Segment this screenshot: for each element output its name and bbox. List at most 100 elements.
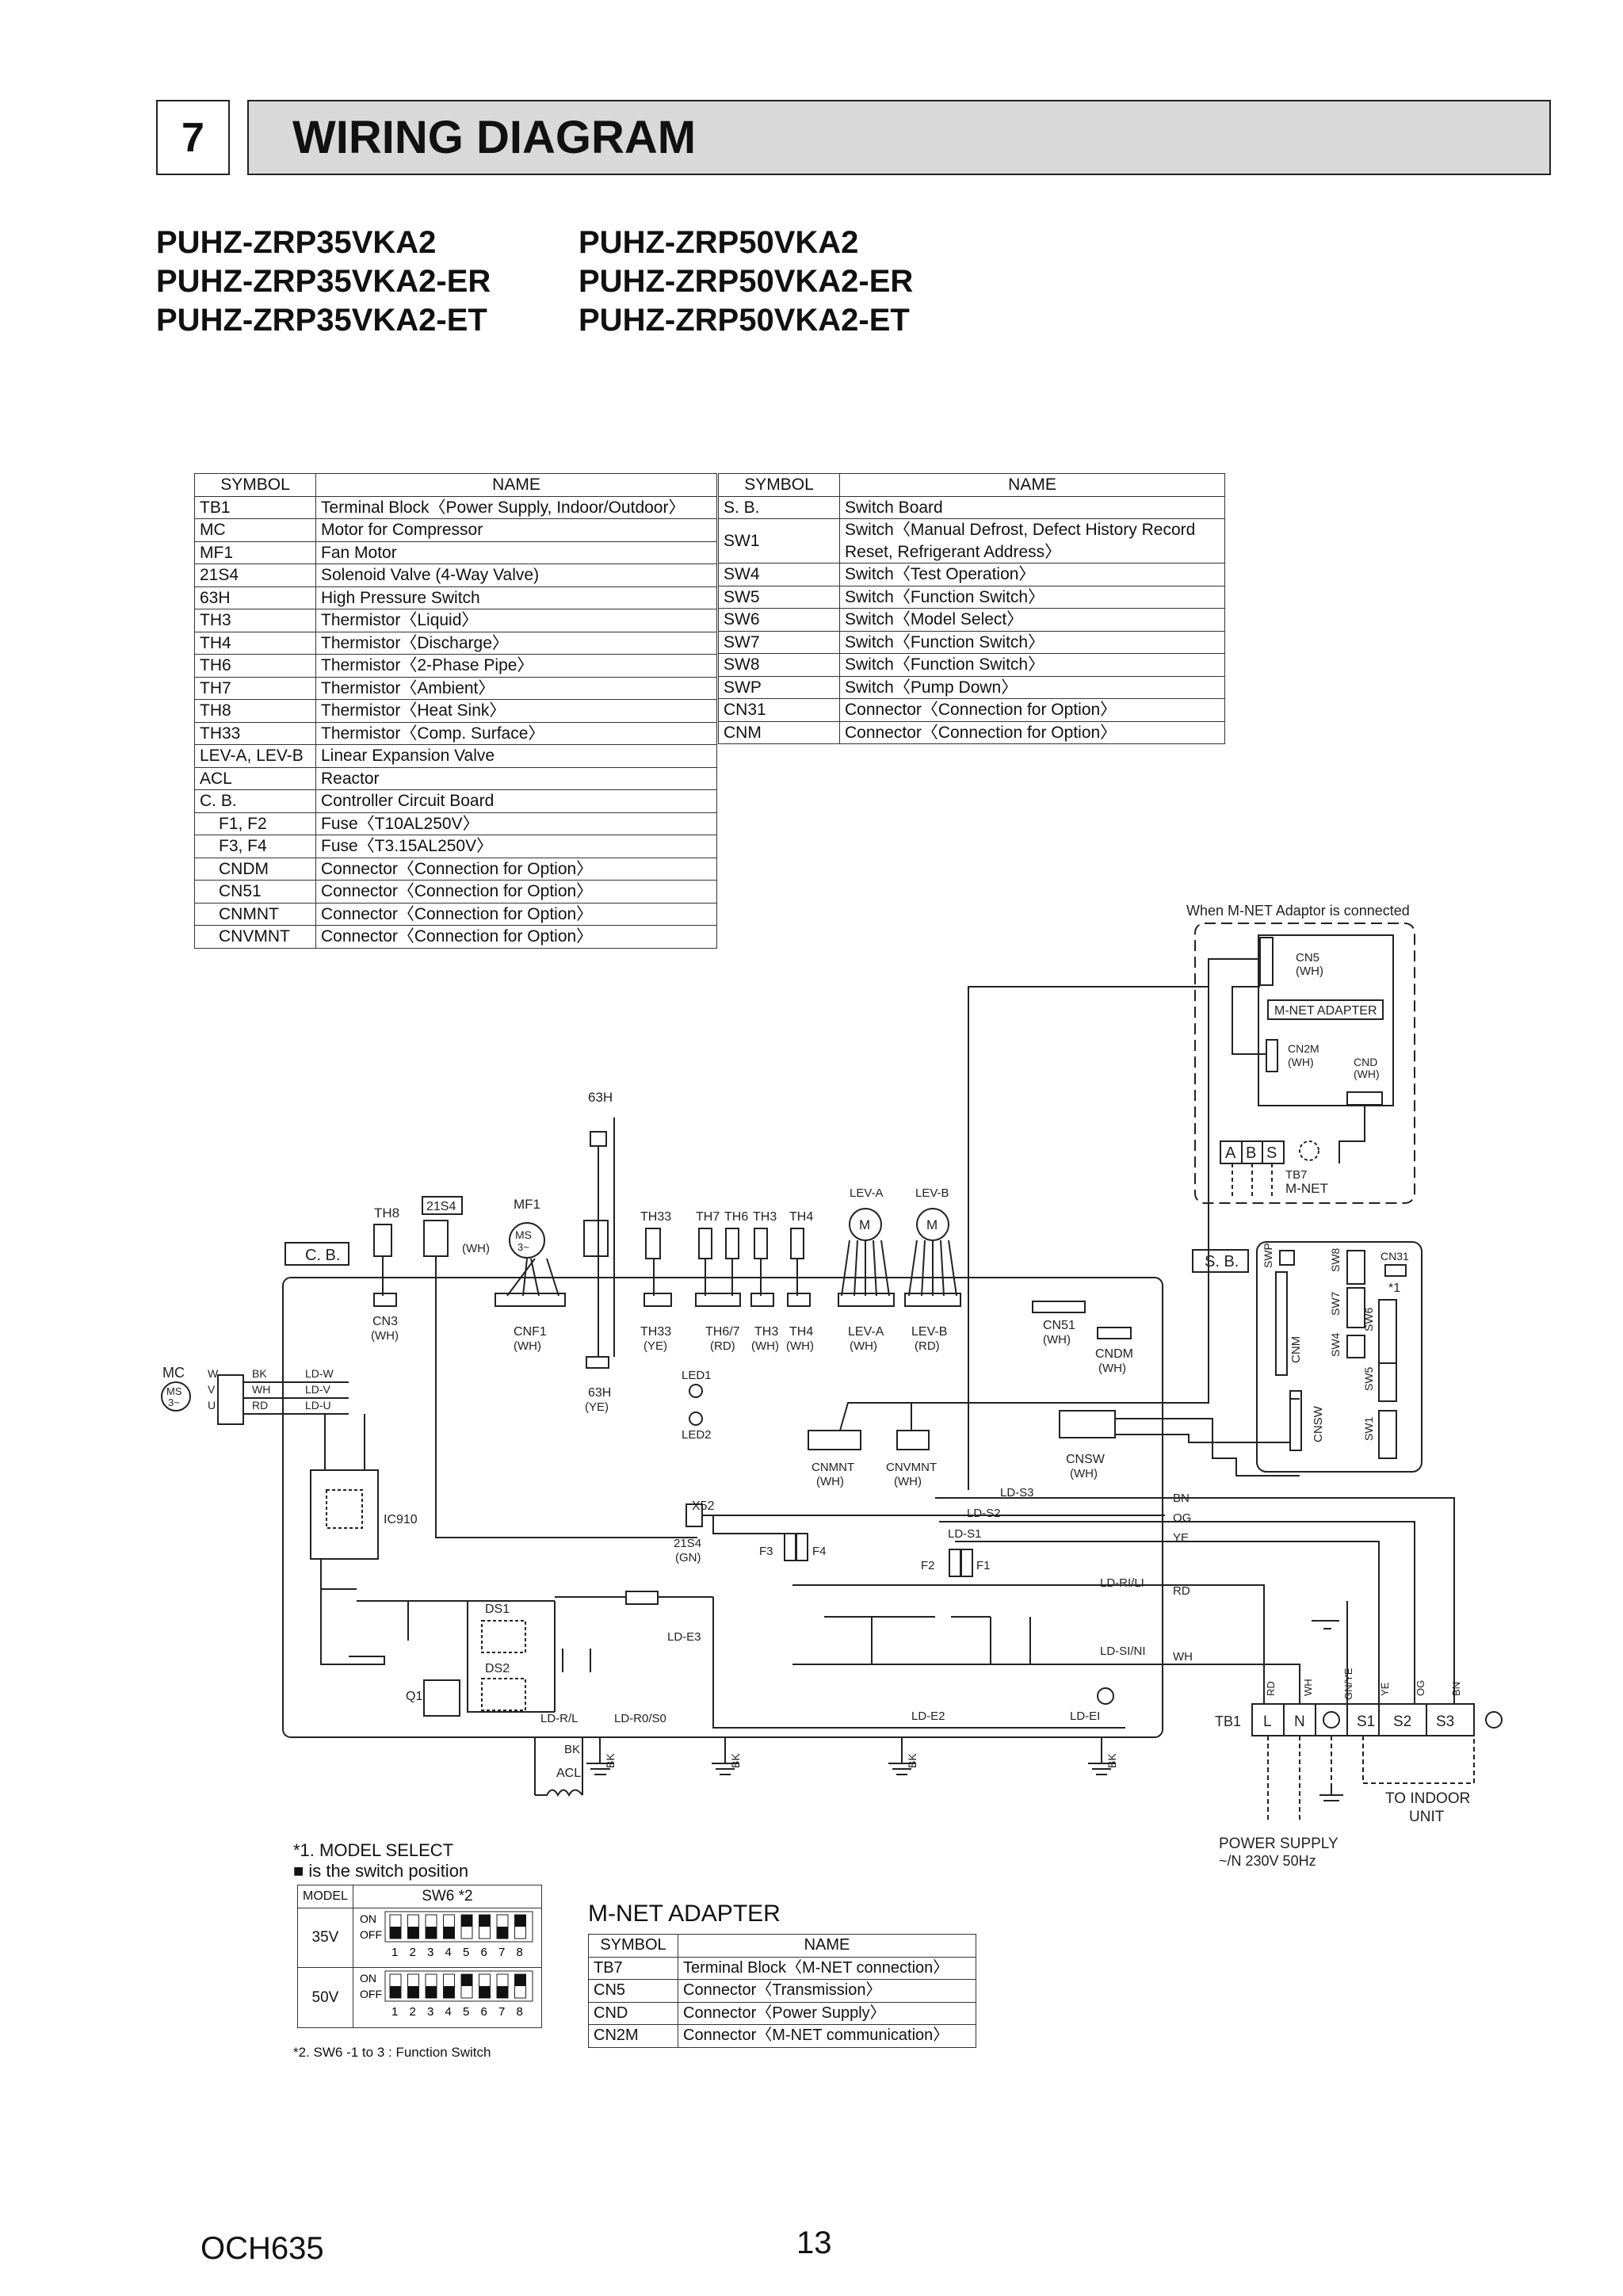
name-cell: Connector〈Connection for Option〉 xyxy=(315,925,717,949)
symbol-cell: MF1 xyxy=(194,541,316,564)
symbol-cell: CN51 xyxy=(194,880,316,904)
wh-main-wire: WH xyxy=(1173,1650,1193,1664)
symbol-cell: SW4 xyxy=(718,563,840,586)
symbol-cell: MC xyxy=(194,518,316,542)
symbol-cell: TH3 xyxy=(194,609,316,632)
model-name: PUHZ-ZRP50VKA2 xyxy=(579,225,859,260)
acl-label: ACL xyxy=(556,1767,581,1780)
cnd-label: CND xyxy=(1354,1056,1377,1068)
name-cell: Connector〈Power Supply〉 xyxy=(678,2001,976,2025)
ds2-label: DS2 xyxy=(485,1662,510,1675)
dip-number: 4 xyxy=(445,2005,451,2019)
model-35v: 35V xyxy=(297,1907,353,1968)
cnvmnt-connector xyxy=(896,1430,930,1450)
mnet-adapter-label-box xyxy=(1267,999,1384,1020)
th4-thermistor xyxy=(790,1228,804,1259)
th3-connector xyxy=(750,1293,774,1307)
dip-number: 6 xyxy=(480,2005,487,2019)
ld-e2-label: LD-E2 xyxy=(911,1710,945,1723)
document-code: OCH635 xyxy=(200,2231,324,2266)
sb-label: S. B. xyxy=(1205,1253,1239,1270)
symbol-cell: CNMNT xyxy=(194,902,316,926)
th33-label: TH33 xyxy=(640,1210,671,1224)
name-cell: Connector〈Connection for Option〉 xyxy=(839,698,1225,722)
ld-s2-label: LD-S2 xyxy=(967,1507,1001,1520)
levb-connector xyxy=(904,1293,961,1307)
model-name: PUHZ-ZRP50VKA2-ER xyxy=(579,264,914,299)
name-cell: Switch〈Manual Defrost, Defect History Re… xyxy=(839,518,1225,563)
name-cell: Thermistor〈Heat Sink〉 xyxy=(315,699,717,723)
cn31-label: CN31 xyxy=(1381,1250,1409,1263)
ld-ei-label: LD-EI xyxy=(1070,1710,1100,1723)
wh-wire-label: WH xyxy=(252,1383,270,1396)
cnf1-connector xyxy=(495,1293,566,1307)
model-select-legend: ■ is the switch position xyxy=(293,1861,469,1881)
cnsw-label: CNSW xyxy=(1066,1453,1106,1466)
sw5-switch xyxy=(1378,1362,1397,1402)
mf1-label: MF1 xyxy=(514,1197,540,1212)
rd-main-wire: RD xyxy=(1173,1584,1190,1598)
th3-conn-label: TH3 xyxy=(754,1325,778,1339)
dip-number: 1 xyxy=(391,1946,398,1959)
dip-knob xyxy=(479,1914,491,1927)
th4-conn-color: (WH) xyxy=(786,1339,814,1353)
s21-label-box xyxy=(422,1196,463,1215)
ye-tb-label: YE xyxy=(1379,1682,1391,1696)
cnmnt-label: CNMNT xyxy=(812,1461,854,1474)
symbol-cell: CNM xyxy=(718,720,840,744)
model-name: PUHZ-ZRP50VKA2-ET xyxy=(579,303,910,338)
q1-transistor xyxy=(423,1679,460,1717)
section-title: WIRING DIAGRAM xyxy=(247,100,1551,175)
mnet-table-title: M-NET ADAPTER xyxy=(588,1901,781,1927)
ld-e3-label: LD-E3 xyxy=(667,1630,701,1644)
ground-icon xyxy=(1485,1711,1503,1729)
cn5-color: (WH) xyxy=(1296,965,1323,978)
symbol-cell: C. B. xyxy=(194,789,316,813)
dip-number: 3 xyxy=(427,2005,433,2019)
unit-label: UNIT xyxy=(1409,1809,1445,1825)
th67-label: TH6/7 xyxy=(705,1325,740,1339)
th6-label: TH6 xyxy=(724,1210,748,1224)
rd-tb-label: RD xyxy=(1265,1681,1277,1696)
name-cell: Terminal Block〈Power Supply, Indoor/Outd… xyxy=(315,495,717,519)
ld-rili-label: LD-RI/LI xyxy=(1100,1576,1144,1590)
tb7-s: S xyxy=(1266,1144,1277,1162)
leva-connector xyxy=(838,1293,895,1307)
symbol-cell: LEV-A, LEV-B xyxy=(194,744,316,768)
page-number: 13 xyxy=(796,2225,832,2260)
dip-knob xyxy=(460,1974,472,1986)
mf1-phase: 3~ xyxy=(517,1241,529,1253)
off-label: OFF xyxy=(360,1928,382,1941)
th6-thermistor xyxy=(725,1228,739,1259)
h63-label: 63H xyxy=(588,1090,613,1105)
ground-icon xyxy=(712,1737,739,1775)
cndm-color: (WH) xyxy=(1098,1362,1126,1375)
mnet-adapter-label: M-NET ADAPTER xyxy=(1274,1004,1377,1018)
h63-conn-color: (YE) xyxy=(585,1400,609,1414)
mnet-adapter-board xyxy=(1258,934,1394,1106)
symbol-cell: 21S4 xyxy=(194,563,316,587)
swp-label: SWP xyxy=(1262,1243,1274,1268)
dip-knob xyxy=(514,1914,526,1927)
dip-number: 8 xyxy=(516,2005,522,2019)
dip-number: 2 xyxy=(409,1946,415,1959)
th33-conn-label: TH33 xyxy=(640,1325,671,1339)
tb1-s3: S3 xyxy=(1436,1713,1454,1730)
ground-icon xyxy=(1323,1711,1340,1729)
led2-indicator xyxy=(689,1412,703,1426)
tb1-l: L xyxy=(1263,1713,1272,1730)
cnmnt-color: (WH) xyxy=(816,1475,844,1488)
